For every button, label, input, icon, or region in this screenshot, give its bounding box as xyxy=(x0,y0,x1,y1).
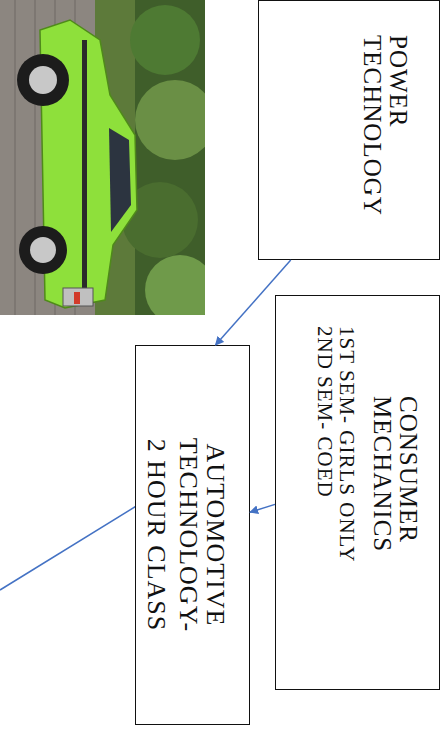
arrow-connector xyxy=(216,260,291,345)
box-text: 2 HOUR CLASS xyxy=(143,358,170,712)
arrow-connector xyxy=(250,504,275,512)
leader-line xyxy=(0,505,138,590)
box-heading: POWER TECHNOLOGY xyxy=(359,35,412,205)
box-text: 1ST SEM- GIRLS ONLY xyxy=(336,326,358,673)
box-text: 2ND SEM- COED xyxy=(314,326,336,673)
car-photo xyxy=(0,0,205,315)
topic-box: CONSUMER MECHANICS 1ST SEM- GIRLS ONLY2ND… xyxy=(275,295,440,690)
box-heading: AUTOMOTIVE TECHNOLOGY- xyxy=(174,358,229,712)
topic-box: POWER TECHNOLOGY xyxy=(258,0,440,260)
course-box: AUTOMOTIVE TECHNOLOGY-2 HOUR CLASS xyxy=(135,345,250,725)
box-heading: CONSUMER MECHANICS xyxy=(369,326,422,673)
